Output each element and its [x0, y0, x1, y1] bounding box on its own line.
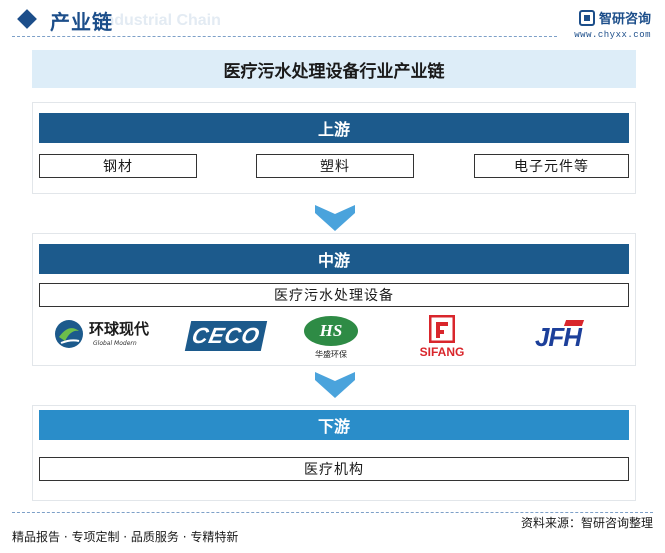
logo-sifang: SIFANG	[411, 314, 473, 360]
hs-name: HS	[319, 321, 343, 340]
midstream-bar: 中游	[39, 244, 629, 274]
diamond-icon	[17, 9, 37, 29]
upstream-item-steel: 钢材	[39, 154, 197, 178]
page-title: 产业链	[50, 10, 113, 34]
header-watermark: Industrial Chain	[100, 12, 221, 29]
hs-emblem-icon: HS	[304, 316, 358, 346]
global-modern-sub: Global Modern	[93, 340, 137, 347]
sifang-name: SIFANG	[419, 345, 465, 359]
midstream-item-equipment: 医疗污水处理设备	[39, 283, 629, 307]
global-modern-emblem-icon	[55, 320, 83, 348]
brand-name: 智研咨询	[598, 12, 651, 27]
logo-global-modern: 环球现代 Global Modern	[53, 314, 165, 354]
downstream-bar: 下游	[39, 410, 629, 440]
midstream-panel: 中游 医疗污水处理设备 环球现代 Global Modern CECO HS 华…	[32, 233, 636, 366]
global-modern-name: 环球现代	[89, 320, 150, 338]
header-divider	[12, 36, 557, 37]
upstream-item-plastic: 塑料	[256, 154, 414, 178]
downstream-panel: 下游 医疗机构	[32, 405, 636, 501]
midstream-label: 中游	[317, 251, 350, 270]
jfh-accent-icon	[563, 320, 585, 326]
brand: 智研咨询 www.chyxx.com	[574, 7, 651, 40]
hs-sub: 华盛环保	[315, 350, 347, 359]
ceco-name: CECO	[189, 323, 263, 348]
data-source: 资料来源：智研咨询整理	[520, 516, 653, 530]
downstream-label: 下游	[317, 417, 350, 436]
downstream-item-medical-institutions: 医疗机构	[39, 457, 629, 481]
upstream-panel: 上游 钢材 塑料 电子元件等	[32, 102, 636, 194]
logo-hs: HS 华盛环保	[301, 314, 361, 360]
footer-slogan: 精品报告 · 专项定制 · 品质服务 · 专精特新	[12, 530, 239, 544]
logo-ceco: CECO	[184, 321, 268, 351]
brand-url: www.chyxx.com	[574, 30, 651, 40]
upstream-label: 上游	[317, 120, 350, 139]
jfh-name: JFH	[534, 322, 582, 352]
sifang-emblem-icon	[429, 315, 455, 343]
upstream-item-electronics: 电子元件等	[474, 154, 629, 178]
logo-jfh: JFH	[521, 316, 595, 356]
chain-title-band: 医疗污水处理设备行业产业链	[32, 50, 636, 88]
chain-title: 医疗污水处理设备行业产业链	[223, 61, 445, 82]
footer-divider	[12, 512, 653, 513]
upstream-bar: 上游	[39, 113, 629, 143]
flow-arrow-down-icon	[315, 372, 355, 398]
header: Industrial Chain 产业链 智研咨询 www.chyxx.com	[0, 0, 665, 44]
brand-logo-icon	[578, 9, 595, 26]
flow-arrow-down-icon	[315, 205, 355, 231]
